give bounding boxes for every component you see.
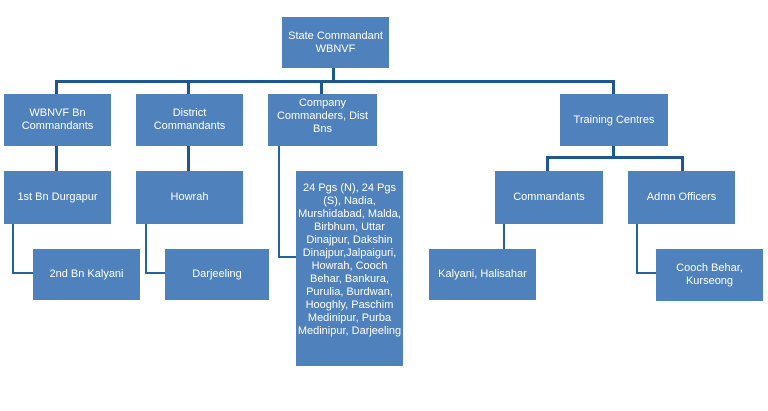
elbow-admn-to-coochbehar-v: [636, 224, 638, 274]
elbow-howrah-to-darjeeling-h: [145, 272, 165, 274]
admn-officers-label: Admn Officers: [646, 191, 717, 203]
root-label: State Commandant WBNVF: [288, 29, 383, 55]
elbow-company-to-list-v: [278, 146, 280, 258]
elbow-durgapur-to-kalyani-h: [12, 272, 33, 274]
kalyani-label: 2nd Bn Kalyani: [49, 268, 124, 280]
darjeeling-box: Darjeeling: [165, 249, 269, 300]
connector-to-company-commanders: [320, 80, 323, 94]
howrah-label: Howrah: [170, 191, 209, 203]
districts-list-box: 24 Pgs (N), 24 Pgs (S), Nadia, Murshidab…: [296, 171, 403, 366]
district-commandants-box: District Commandants: [136, 94, 243, 146]
connector-main-horizontal: [55, 80, 615, 83]
connector-bn-to-durgapur: [55, 146, 58, 171]
durgapur-label: 1st Bn Durgapur: [17, 191, 98, 203]
admn-officers-box: Admn Officers: [628, 171, 735, 224]
districts-list-label: 24 Pgs (N), 24 Pgs (S), Nadia, Murshidab…: [297, 182, 402, 337]
bn-commandants-box: WBNVF Bn Commandants: [4, 94, 111, 146]
durgapur-box: 1st Bn Durgapur: [4, 171, 111, 224]
elbow-admn-to-coochbehar-h: [636, 272, 656, 274]
darjeeling-label: Darjeeling: [192, 268, 242, 280]
company-commanders-box: Company Commanders, Dist Bns: [268, 94, 377, 146]
training-centres-box: Training Centres: [560, 94, 668, 146]
elbow-company-to-list-h: [278, 256, 298, 258]
connector-to-commandants: [546, 156, 549, 171]
connector-to-admn-officers: [681, 156, 684, 171]
connector-to-training-centres: [612, 80, 615, 94]
elbow-howrah-to-darjeeling-v: [145, 224, 147, 274]
root-box: State Commandant WBNVF: [282, 17, 389, 68]
howrah-box: Howrah: [136, 171, 243, 224]
connector-to-bn-commandants: [55, 80, 58, 94]
company-commanders-label: Company Commanders, Dist Bns: [276, 97, 369, 135]
connector-root-down: [332, 68, 335, 82]
kalyani-box: 2nd Bn Kalyani: [33, 249, 140, 300]
connector-to-district-commandants: [187, 80, 190, 94]
elbow-durgapur-to-kalyani-v: [12, 224, 14, 274]
commandants-label: Commandants: [513, 191, 585, 203]
training-centres-label: Training Centres: [573, 113, 655, 126]
district-commandants-label: District Commandants: [153, 107, 226, 132]
bn-commandants-label: WBNVF Bn Commandants: [21, 107, 94, 132]
connector-district-to-howrah: [187, 146, 190, 171]
connector-training-down: [612, 146, 615, 158]
kalyani-halisahar-box: Kalyani, Halisahar: [429, 249, 536, 300]
connector-training-horizontal: [546, 156, 684, 159]
commandants-box: Commandants: [495, 171, 603, 224]
coochbehar-kurseong-box: Cooch Behar, Kurseong: [656, 249, 763, 301]
coochbehar-kurseong-label: Cooch Behar, Kurseong: [676, 262, 743, 287]
kalyani-halisahar-label: Kalyani, Halisahar: [438, 268, 527, 280]
